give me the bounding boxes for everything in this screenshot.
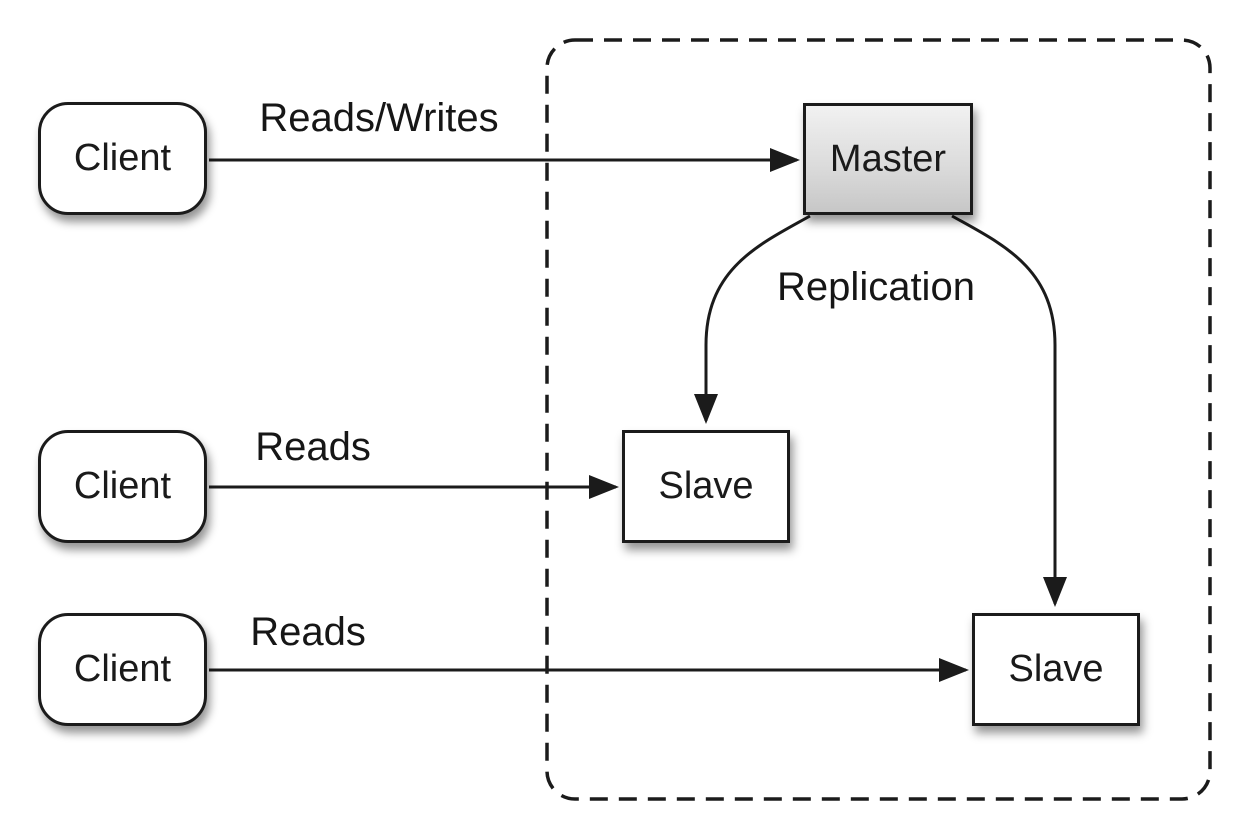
node-slave-1-label: Slave <box>658 465 754 507</box>
edge-label-replication: Replication <box>777 265 975 309</box>
node-master-label: Master <box>829 137 947 180</box>
node-slave-1: Slave <box>622 430 790 543</box>
node-master: Master <box>803 103 973 215</box>
edge-label-reads-client3: Reads <box>250 610 366 654</box>
node-client-1-label: Client <box>73 137 172 179</box>
edge-master-slave1-replication-arrow <box>694 214 811 424</box>
node-slave-2: Slave <box>972 613 1140 726</box>
node-client-1: Client <box>38 102 207 215</box>
edge-label-reads-writes: Reads/Writes <box>259 96 499 140</box>
node-client-3: Client <box>38 613 207 726</box>
node-client-2-label: Client <box>73 465 172 507</box>
edge-label-reads-client2: Reads <box>255 425 371 469</box>
node-slave-2-label: Slave <box>1008 648 1104 690</box>
node-client-2: Client <box>38 430 207 543</box>
node-client-3-label: Client <box>73 648 172 690</box>
